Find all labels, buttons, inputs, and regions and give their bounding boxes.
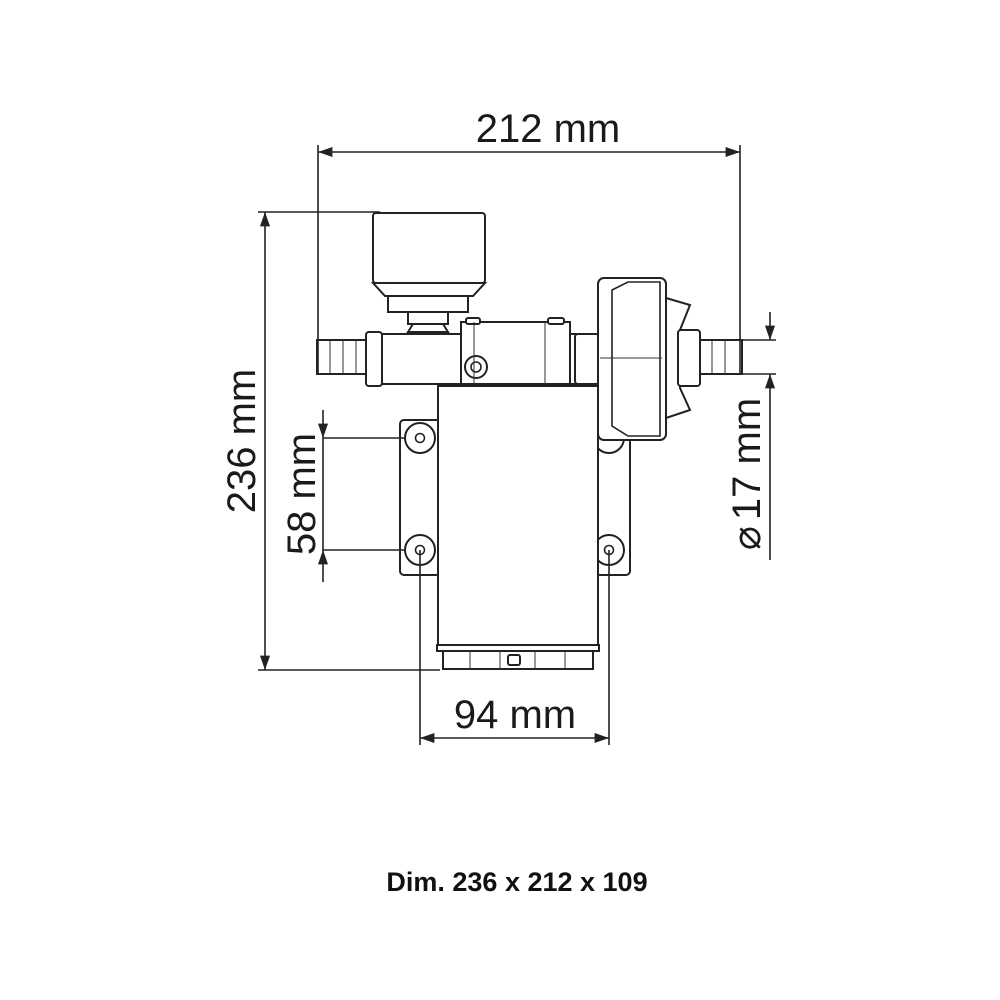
label-mount-horizontal: 94 mm bbox=[454, 693, 576, 737]
outlet-nut bbox=[677, 329, 701, 387]
outlet-hose-barb bbox=[699, 339, 743, 375]
inlet-nut bbox=[365, 331, 383, 387]
pump-outline bbox=[316, 212, 743, 670]
check-valve bbox=[597, 277, 667, 441]
label-mount-vertical: 58 mm bbox=[280, 433, 324, 555]
inlet-hose-barb bbox=[316, 339, 367, 375]
label-height: 236 mm bbox=[220, 369, 264, 514]
motor-body bbox=[437, 385, 599, 647]
diameter-symbol: ⌀ bbox=[725, 526, 769, 550]
label-hose-diameter: ⌀17 mm bbox=[725, 398, 769, 550]
mount-hole bbox=[404, 422, 436, 454]
dimension-lines bbox=[258, 145, 776, 745]
caption-dimensions: Dim. 236 x 212 x 109 bbox=[386, 867, 647, 897]
label-width: 212 mm bbox=[476, 107, 621, 151]
strainer-bowl bbox=[372, 212, 486, 284]
